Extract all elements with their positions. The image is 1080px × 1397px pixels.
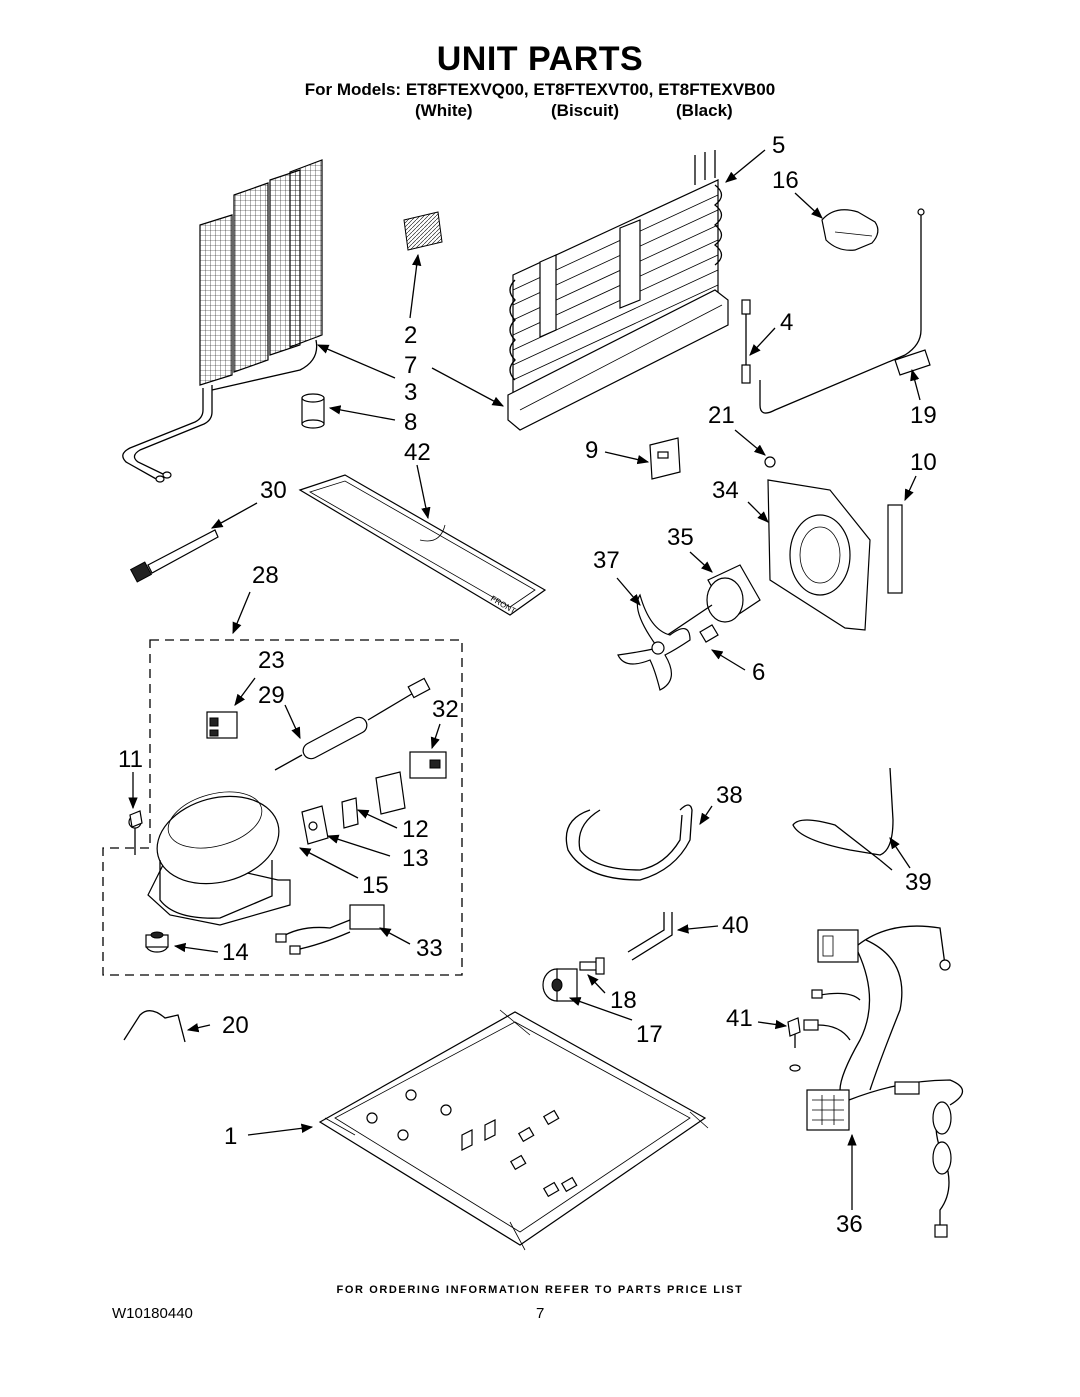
callout-37: 37 (593, 547, 620, 574)
callout-32: 32 (432, 696, 459, 723)
part-38-tube (565, 804, 693, 881)
part-9-bracket (649, 437, 681, 480)
part-23-relay (206, 711, 238, 739)
base-pan (318, 1009, 709, 1251)
part-16-cap (821, 209, 879, 251)
variant-white: (White) (415, 101, 473, 120)
page-title: UNIT PARTS (436, 40, 644, 78)
callout-10: 10 (910, 449, 937, 476)
compressor (128, 791, 291, 926)
callout-16: 16 (772, 167, 799, 194)
callout-28: 28 (252, 562, 279, 589)
part-17-bumper (542, 968, 578, 1002)
callout-33: 33 (416, 935, 443, 962)
callout-6: 6 (752, 659, 765, 686)
callout-3: 3 (404, 379, 417, 406)
part-12-clip (375, 771, 406, 815)
callout-41: 41 (726, 1005, 753, 1032)
condenser-coil (122, 159, 323, 483)
wiring-harness (803, 925, 964, 1238)
compressor-kit-box (102, 639, 463, 976)
callout-11: 11 (118, 746, 143, 773)
part-32-overload (409, 751, 447, 779)
callout-8: 8 (404, 409, 417, 436)
part-15-plug (301, 805, 329, 845)
fan-shroud (764, 456, 871, 631)
part-18-bolt (579, 957, 605, 975)
drain-pan: FRONT (298, 474, 547, 616)
callout-14: 14 (222, 939, 249, 966)
fan-blade (617, 593, 691, 691)
callout-23: 23 (258, 647, 285, 674)
part-2-pad (403, 211, 443, 251)
callout-36: 36 (836, 1211, 863, 1238)
callout-1: 1 (224, 1123, 237, 1150)
callout-15: 15 (362, 872, 389, 899)
leader-lines (128, 149, 921, 1210)
callout-17: 17 (636, 1021, 663, 1048)
page-number: 7 (536, 1305, 545, 1322)
callout-19: 19 (910, 402, 937, 429)
callout-34: 34 (712, 477, 739, 504)
part-10-strip (887, 504, 903, 594)
callout-18: 18 (610, 987, 637, 1014)
callout-20: 20 (222, 1012, 249, 1039)
callout-5: 5 (772, 132, 785, 159)
part-8-capacitor (301, 393, 325, 429)
callout-4: 4 (780, 309, 793, 336)
part-29-drier (274, 677, 431, 771)
callout-39: 39 (905, 869, 932, 896)
callout-35: 35 (667, 524, 694, 551)
callout-38: 38 (716, 782, 743, 809)
ordering-note: FOR ORDERING INFORMATION REFER TO PARTS … (336, 1284, 744, 1296)
part-14-grommet (145, 931, 169, 953)
part-30-cable-tie (129, 529, 219, 583)
callout-30: 30 (260, 477, 287, 504)
part-33-harness (275, 904, 385, 955)
part-6-screw (699, 624, 719, 643)
defrost-heater-wire (759, 208, 931, 414)
callout-40: 40 (722, 912, 749, 939)
callout-2: 2 (404, 322, 417, 349)
callout-29: 29 (258, 682, 285, 709)
callout-21: 21 (708, 402, 735, 429)
callout-42: 42 (404, 439, 431, 466)
callout-9: 9 (585, 437, 598, 464)
evaporator-tray (507, 289, 729, 431)
fan-motor (659, 564, 761, 641)
part-20-clip (123, 1010, 186, 1043)
callout-12: 12 (402, 816, 429, 843)
part-39-tube (792, 767, 894, 871)
models-line: For Models: ET8FTEXVQ00, ET8FTEXVT00, ET… (304, 80, 776, 99)
callout-numbers: 2 7 3 8 42 5 16 4 21 19 9 10 30 34 35 37… (118, 132, 937, 1238)
part-41-screw (787, 1017, 801, 1072)
part-40-tube (627, 912, 673, 961)
part-4-thermistor (741, 299, 751, 384)
callout-7: 7 (404, 352, 417, 379)
part-11-screw (129, 810, 143, 828)
variant-black: (Black) (676, 101, 733, 120)
variant-biscuit: (Biscuit) (551, 101, 619, 120)
document-number: W10180440 (112, 1305, 193, 1322)
callout-13: 13 (402, 845, 429, 872)
part-13-connector (341, 797, 359, 829)
